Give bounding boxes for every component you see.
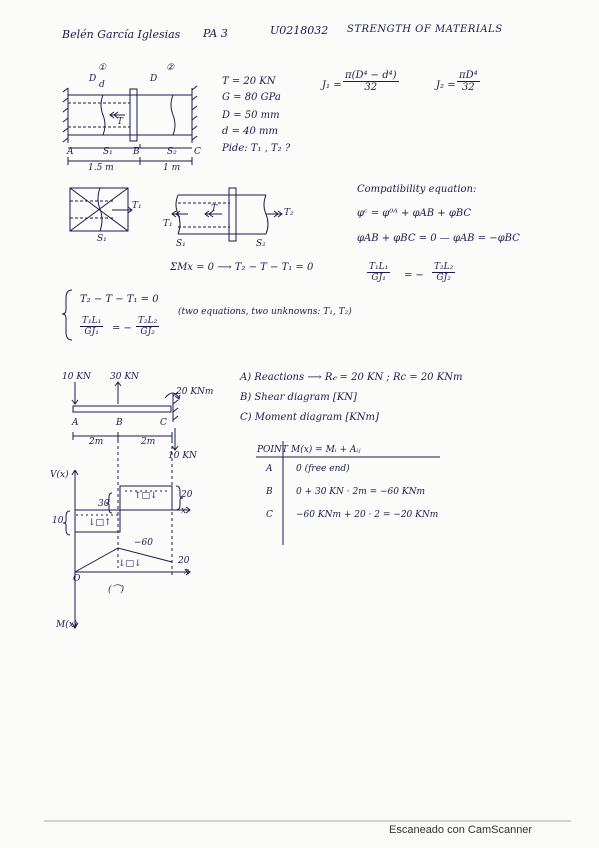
shaft-diagram <box>62 85 198 165</box>
course-title: STRENGTH OF MATERIALS <box>347 24 503 35</box>
span-2: 2m <box>141 437 156 447</box>
fbd1-T1: T₁ <box>132 201 142 211</box>
answer-shear: B) Shear diagram [KN] <box>240 392 357 403</box>
table-row-B-value: 0 + 30 KN · 2m = −60 KNm <box>296 487 425 497</box>
j2-numerator: πD⁴ <box>457 70 480 82</box>
system-brace <box>61 289 73 341</box>
point-B: B <box>133 147 140 157</box>
system-eq-sign: = − <box>112 323 132 334</box>
given-G: G = 80 GPa <box>222 92 281 103</box>
section-1-label: ① <box>98 63 107 73</box>
beam-B: B <box>116 418 123 428</box>
moment-value-60: −60 <box>134 538 153 548</box>
compat-den-1: GJ₁ <box>371 273 386 283</box>
beam-A: A <box>72 418 79 428</box>
reaction-C: 10 KN <box>168 451 197 461</box>
answer-moment: C) Moment diagram [KNm] <box>240 412 379 423</box>
table-row-C-value: −60 KNm + 20 · 2 = −20 KNm <box>296 510 439 520</box>
table-row-B-point: B <box>266 487 273 497</box>
shear-value-20: 20 <box>181 490 193 500</box>
point-C: C <box>194 147 201 157</box>
point-S1: S₁ <box>103 147 113 157</box>
moment-origin: O <box>73 574 81 584</box>
crossed-sketch <box>69 187 133 232</box>
fbd2-S2: S₂ <box>256 239 266 249</box>
system-den-1: GJ₁ <box>84 327 99 337</box>
table-header-moment: M(x) = Mᵢ + Aᵢⱼ <box>291 445 361 455</box>
fbd2-S1: S₁ <box>176 239 186 249</box>
fbd2-T: T <box>211 204 218 214</box>
compat-frac-1: T₁L₁ GJ₁ <box>367 262 391 283</box>
j2-fraction: πD⁴ 32 <box>457 70 480 93</box>
compat-num-1: T₁L₁ <box>367 262 391 273</box>
system-eq1: T₂ − T − T₁ = 0 <box>80 294 159 305</box>
label-d1: d <box>99 80 105 90</box>
fbd-sketch <box>171 187 283 242</box>
label-D-left: D <box>89 74 97 84</box>
table-row-A-value: 0 (free end) <box>296 464 350 474</box>
shear-sign-neg: ↓□↑ <box>88 518 112 528</box>
system-frac-1: T₁L₁ GJ₁ <box>80 316 104 337</box>
moment-convention: (⌒) <box>108 585 125 595</box>
shear-x-label: x <box>181 506 187 516</box>
shear-sign-pos: ↑□↓ <box>134 491 158 501</box>
fbd2-T1: T₁ <box>163 219 173 229</box>
length-1: 1.5 m <box>88 163 114 173</box>
table-row-A-point: A <box>266 464 273 474</box>
beam-C: C <box>160 418 167 428</box>
moment-x-label: x <box>184 567 190 577</box>
system-frac-2: T₂L₂ GJ₂ <box>136 316 160 337</box>
moment-sign: ↓□↓ <box>118 559 142 569</box>
point-A: A <box>67 147 74 157</box>
span-1: 2m <box>89 437 104 447</box>
student-id: U0218032 <box>270 24 329 37</box>
label-D-mid: D <box>150 74 158 84</box>
fbd1-S1: S₁ <box>97 234 107 244</box>
author-name: Belén García Iglesias <box>62 28 181 41</box>
given-D: D = 50 mm <box>222 110 280 121</box>
assignment-label: PA 3 <box>203 27 228 40</box>
load-B: 30 KN <box>110 372 139 382</box>
table-row-C-point: C <box>266 510 273 520</box>
moment-axis-label: M(x) <box>56 620 78 630</box>
system-num-1: T₁L₁ <box>80 316 104 327</box>
compatibility-eq1: φᶜ = φ⁰ᴬ + φAB + φBC <box>357 208 472 219</box>
shear-value-30: 30 <box>98 499 110 509</box>
given-T: T = 20 KN <box>222 76 276 87</box>
j1-denominator: 32 <box>364 82 378 93</box>
compatibility-title: Compatibility equation: <box>357 184 477 195</box>
moment-value-20: 20 <box>178 556 190 566</box>
j1-fraction: π(D⁴ − d⁴) 32 <box>343 70 399 93</box>
compat-num-2: T₂L₂ <box>432 262 456 273</box>
system-num-2: T₂L₂ <box>136 316 160 327</box>
scanner-watermark: Escaneado con CamScanner <box>389 824 533 836</box>
j1-lhs: J₁ = <box>322 80 342 91</box>
moment-C: 20 KNm <box>176 387 214 397</box>
compat-frac-2: T₂L₂ GJ₂ <box>432 262 456 283</box>
beam-diagram <box>62 381 191 629</box>
given-d: d = 40 mm <box>222 126 279 137</box>
answer-reactions: A) Reactions ⟶ R𝒸 = 20 KN ; Rc = 20 KNm <box>240 372 463 383</box>
compat-den-2: GJ₂ <box>436 273 451 283</box>
point-S2: S₂ <box>167 147 177 157</box>
j2-denominator: 32 <box>461 82 475 93</box>
shear-value-10: 10 <box>52 516 64 526</box>
length-2: 1 m <box>163 163 181 173</box>
system-note: (two equations, two unknowns: T₁, T₂) <box>178 307 352 317</box>
compat-eq-sign: = − <box>404 270 424 281</box>
shear-axis-label: V(x) <box>50 470 69 480</box>
ask-label: Pide: T₁ , T₂ ? <box>222 143 291 154</box>
compatibility-eq2: φAB + φBC = 0 — φAB = −φBC <box>357 233 520 244</box>
fbd2-T2: T₂ <box>284 208 294 218</box>
table-header-point: POINT <box>257 445 288 455</box>
load-A: 10 KN <box>62 372 91 382</box>
system-den-2: GJ₂ <box>140 327 155 337</box>
section-2-label: ② <box>166 63 175 73</box>
j1-numerator: π(D⁴ − d⁴) <box>343 70 399 82</box>
j2-lhs: J₂ = <box>436 80 456 91</box>
equilibrium-equation: ΣMx = 0 ⟶ T₂ − T − T₁ = 0 <box>170 262 314 273</box>
torque-label: T <box>117 117 124 127</box>
moment-table-lines <box>256 441 440 545</box>
